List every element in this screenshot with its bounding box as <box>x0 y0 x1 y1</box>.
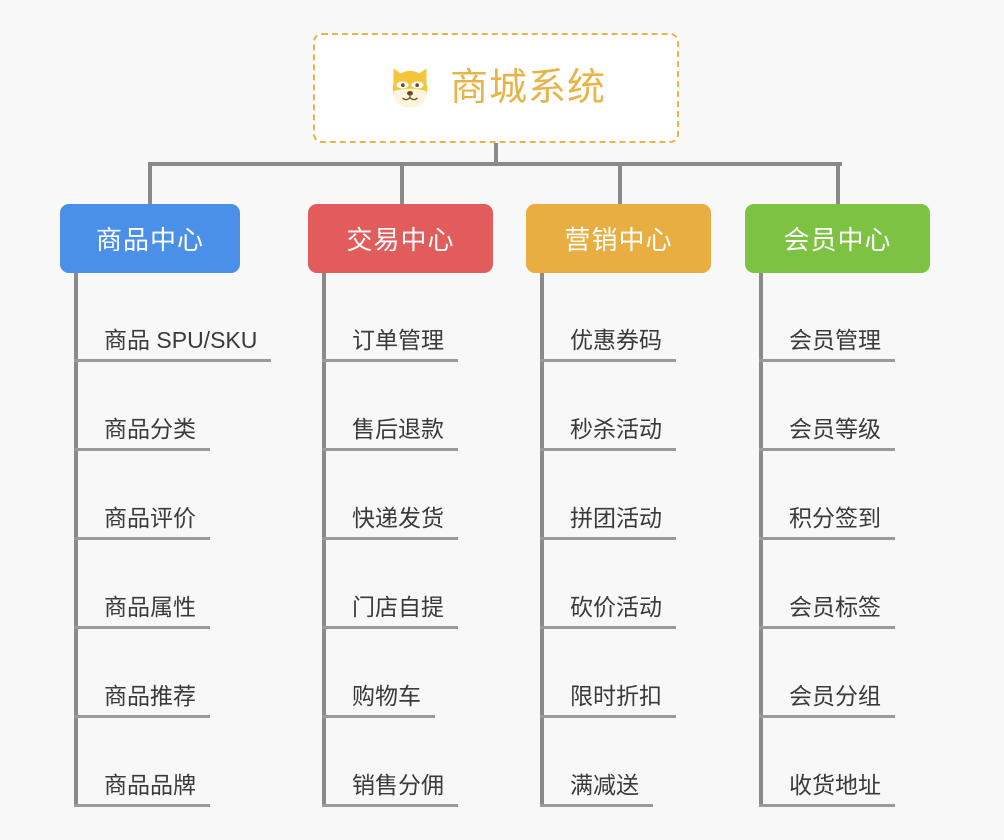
leaf-item-label: 优惠券码 <box>540 328 676 362</box>
leaf-item-label: 砍价活动 <box>540 595 676 629</box>
leaf-item-label: 积分签到 <box>759 506 895 540</box>
leaf-item[interactable]: 会员管理 <box>759 273 895 362</box>
root-node[interactable]: 商城系统 <box>313 33 679 143</box>
branch-head-3[interactable]: 营销中心 <box>526 204 711 273</box>
branch-drop-connector <box>618 162 622 204</box>
leaf-item[interactable]: 会员分组 <box>759 629 895 718</box>
leaf-item-label: 商品评价 <box>74 506 210 540</box>
leaf-item-label: 售后退款 <box>322 417 458 451</box>
leaf-item[interactable]: 秒杀活动 <box>540 362 676 451</box>
leaf-item[interactable]: 商品评价 <box>74 451 210 540</box>
leaf-item-label: 订单管理 <box>322 328 458 362</box>
leaf-item[interactable]: 门店自提 <box>322 540 458 629</box>
leaf-item-label: 会员标签 <box>759 595 895 629</box>
root-title: 商城系统 <box>449 67 606 109</box>
leaf-item-label: 门店自提 <box>322 595 458 629</box>
leaf-item-label: 满减送 <box>540 773 653 807</box>
leaf-item[interactable]: 商品分类 <box>74 362 210 451</box>
leaf-item[interactable]: 购物车 <box>322 629 435 718</box>
branch-head-label: 会员中心 <box>783 225 892 255</box>
leaf-item-label: 销售分佣 <box>322 773 458 807</box>
leaf-item-label: 快递发货 <box>322 506 458 540</box>
branch-drop-connector <box>148 162 152 204</box>
leaf-item[interactable]: 积分签到 <box>759 451 895 540</box>
leaf-item[interactable]: 商品品牌 <box>74 718 210 807</box>
leaf-item[interactable]: 订单管理 <box>322 273 458 362</box>
branch-spine <box>540 273 544 807</box>
leaf-item-label: 商品分类 <box>74 417 210 451</box>
branch-drop-connector <box>400 162 404 204</box>
leaf-item[interactable]: 商品属性 <box>74 540 210 629</box>
leaf-item[interactable]: 满减送 <box>540 718 653 807</box>
leaf-item-label: 会员分组 <box>759 684 895 718</box>
branch-bus-connector <box>150 162 842 166</box>
leaf-item-label: 拼团活动 <box>540 506 676 540</box>
leaf-item[interactable]: 会员等级 <box>759 362 895 451</box>
leaf-item[interactable]: 限时折扣 <box>540 629 676 718</box>
branch-drop-connector <box>836 162 840 204</box>
leaf-item-label: 商品推荐 <box>74 684 210 718</box>
branch-head-2[interactable]: 交易中心 <box>308 204 493 273</box>
leaf-item-label: 会员管理 <box>759 328 895 362</box>
leaf-item[interactable]: 会员标签 <box>759 540 895 629</box>
leaf-item[interactable]: 快递发货 <box>322 451 458 540</box>
leaf-item-label: 收货地址 <box>759 773 895 807</box>
branch-head-label: 交易中心 <box>346 225 455 255</box>
leaf-item-label: 商品品牌 <box>74 773 210 807</box>
leaf-item-label: 会员等级 <box>759 417 895 451</box>
leaf-item[interactable]: 优惠券码 <box>540 273 676 362</box>
branch-head-label: 商品中心 <box>95 225 204 255</box>
branch-head-4[interactable]: 会员中心 <box>745 204 930 273</box>
branch-spine <box>74 273 78 807</box>
leaf-item[interactable]: 砍价活动 <box>540 540 676 629</box>
leaf-item[interactable]: 商品 SPU/SKU <box>74 273 272 362</box>
leaf-item[interactable]: 收货地址 <box>759 718 895 807</box>
leaf-item[interactable]: 商品推荐 <box>74 629 210 718</box>
leaf-item[interactable]: 拼团活动 <box>540 451 676 540</box>
shiba-dog-face-icon <box>392 68 428 108</box>
leaf-item-label: 商品 SPU/SKU <box>74 328 272 362</box>
branch-head-1[interactable]: 商品中心 <box>60 204 240 273</box>
root-stem-connector <box>494 143 498 164</box>
leaf-item-label: 限时折扣 <box>540 684 676 718</box>
leaf-item-label: 购物车 <box>322 684 435 718</box>
branch-spine <box>322 273 326 807</box>
leaf-item-label: 商品属性 <box>74 595 210 629</box>
branch-head-label: 营销中心 <box>564 225 673 255</box>
leaf-item[interactable]: 售后退款 <box>322 362 458 451</box>
leaf-item-label: 秒杀活动 <box>540 417 676 451</box>
branch-spine <box>759 273 763 807</box>
leaf-item[interactable]: 销售分佣 <box>322 718 458 807</box>
